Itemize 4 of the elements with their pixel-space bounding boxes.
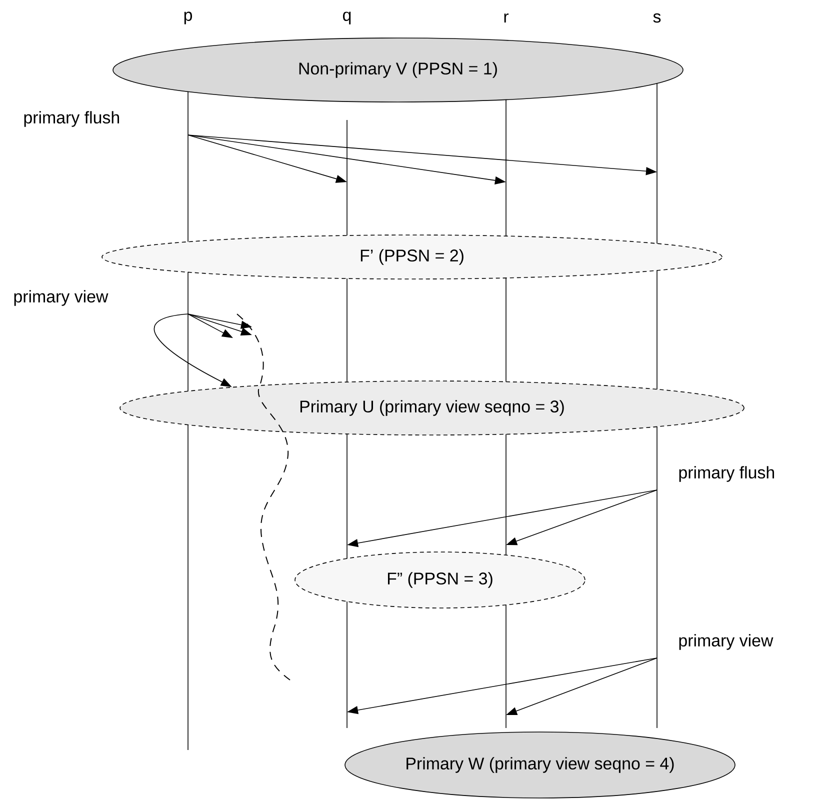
message-label: primary view (679, 634, 774, 650)
message-label: primary view (14, 290, 108, 306)
message-label: primary flush (24, 111, 119, 127)
message-label: primary flush (679, 466, 774, 482)
